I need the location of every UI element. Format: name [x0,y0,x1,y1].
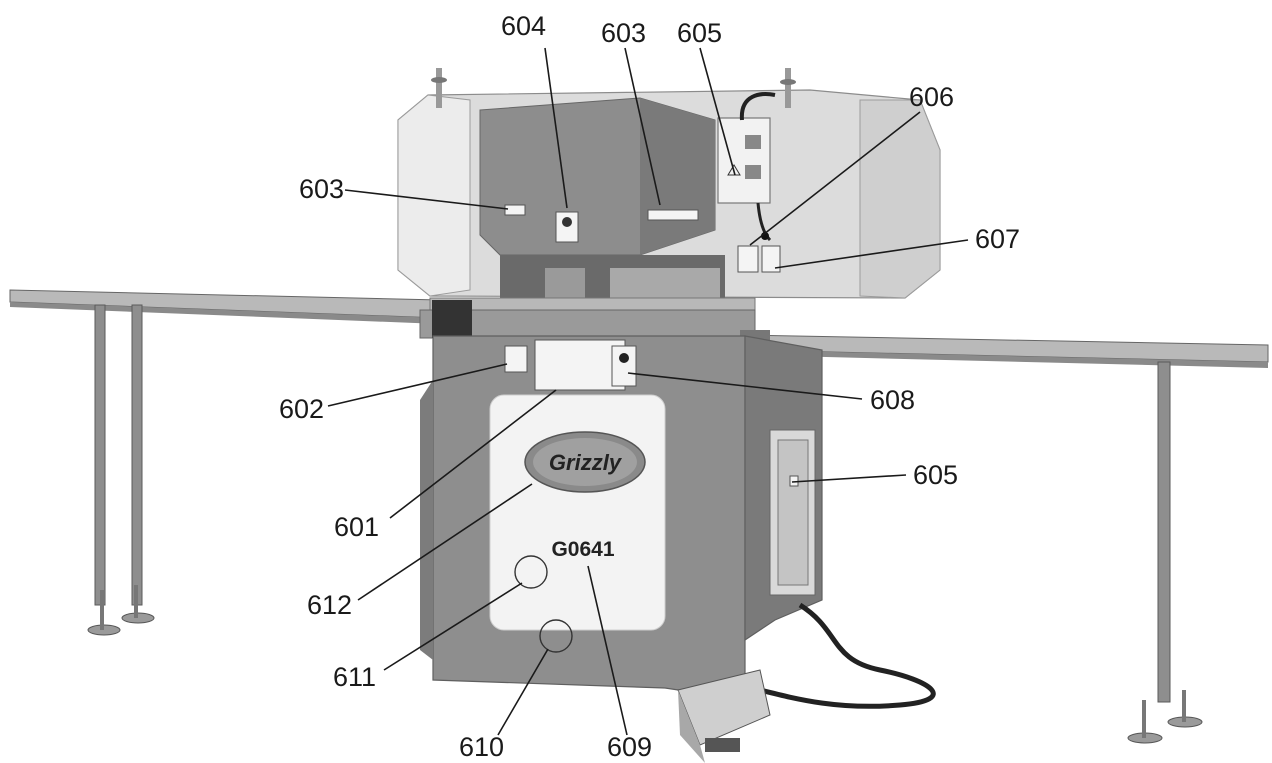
leader-608 [627,372,863,400]
left-extension-table [9,289,441,636]
leader-601 [389,389,557,519]
callout-603-top: 603 [601,18,646,48]
circle-610 [539,619,573,653]
callout-603-left: 603 [299,174,344,204]
callout-611: 611 [333,662,376,692]
decal-607 [761,245,781,273]
callout-610: 610 [459,732,504,762]
leader-605-top [699,47,736,176]
callout-605-side: 605 [913,460,958,490]
brand-logo: Grizzly [549,450,623,475]
leader-611 [383,582,523,671]
callout-605-top: 605 [677,18,722,48]
decal-601 [534,339,626,391]
leader-610 [497,648,549,736]
callouts: 604 603 605 606 603 607 602 608 605 601 … [279,11,1020,762]
decal-602 [504,345,528,373]
callout-609: 609 [607,732,652,762]
callout-604: 604 [501,11,546,41]
fence-assembly [419,297,770,358]
leader-612 [357,483,533,601]
leader-603-left [344,189,509,210]
decal-608 [611,345,637,387]
callout-601: 601 [334,512,379,542]
leader-604 [544,47,568,209]
decal-606 [737,245,759,273]
circle-611 [514,555,548,589]
leader-603-top [624,47,661,206]
base-cabinet: Grizzly G0641 [420,335,823,701]
callout-607: 607 [975,224,1020,254]
leader-lines [327,47,969,736]
leader-607 [774,239,969,269]
leader-605-side [791,474,907,483]
model-number: G0641 [551,538,614,561]
callout-608: 608 [870,385,915,415]
control-box [717,92,776,242]
leader-609 [587,565,628,736]
leader-606 [749,111,921,246]
right-extension-table [744,334,1269,744]
callout-612: 612 [307,590,352,620]
callout-602: 602 [279,394,324,424]
blade-guard-housing [397,68,941,300]
callout-606: 606 [909,82,954,112]
foot-pedal [677,602,936,763]
leader-602 [327,363,508,407]
